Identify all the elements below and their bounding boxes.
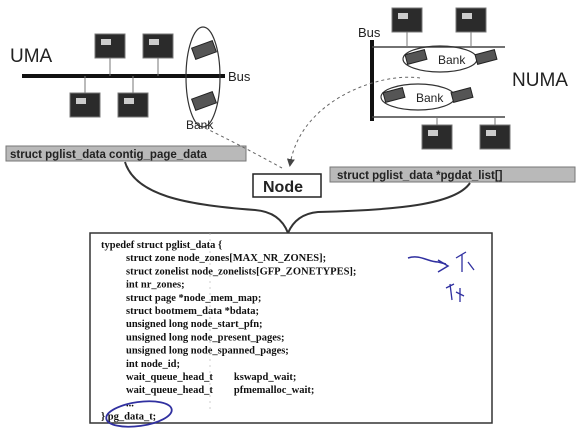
uma-panel: UMA Bus Bank — [5, 26, 251, 162]
uma-cpu-4 — [117, 76, 149, 118]
code-line: struct bootmem_data *bdata; — [126, 306, 259, 317]
code-line: int nr_zones; — [126, 280, 185, 291]
numa-cpu-1 — [391, 7, 423, 47]
code-lines: typedef struct pglist_data { struct zone … — [101, 240, 356, 423]
uma-struct-label: struct pglist_data contig_page_data — [10, 149, 207, 161]
annotation-scribble-2-icon — [445, 283, 465, 302]
uma-title: UMA — [10, 46, 53, 67]
numa-cpu-2 — [455, 7, 487, 47]
annotation-circle — [105, 400, 173, 428]
annotation-arrow-icon — [437, 259, 450, 273]
uma-cpu-2 — [142, 33, 174, 76]
uma-memory-module-2 — [190, 90, 218, 112]
node-box: Node — [252, 173, 322, 198]
code-line: unsigned long node_spanned_pages; — [126, 346, 289, 357]
annotation-scribble-1-icon — [455, 251, 475, 272]
code-line: unsigned long node_start_pfn; — [126, 319, 263, 330]
code-line: wait_queue_head_t pfmemalloc_wait; — [126, 385, 314, 396]
uma-cpu-3 — [69, 76, 101, 118]
numa-bank-2-label: Bank — [416, 91, 444, 105]
uma-memory-module-1 — [190, 39, 218, 61]
numa-struct-label: struct pglist_data *pgdat_list[] — [337, 170, 503, 182]
numa-bus-label: Bus — [358, 25, 381, 40]
code-box: typedef struct pglist_data { struct zone … — [89, 232, 493, 424]
annotation-squiggle — [407, 256, 447, 265]
handwritten-annotations — [105, 233, 475, 428]
code-line: } pg_data_t; — [101, 412, 156, 423]
numa-title: NUMA — [512, 70, 568, 91]
uma-bank-label: Bank — [186, 118, 214, 132]
numa-brace-curve — [287, 182, 471, 234]
numa-bank-1-module-b — [474, 48, 498, 66]
numa-bank-2-module-a — [382, 86, 406, 104]
code-line: struct zonelist node_zonelists[GFP_ZONET… — [126, 266, 356, 277]
uma-bus-label: Bus — [228, 69, 251, 84]
numa-bank-1-module-a — [404, 48, 428, 66]
code-line: struct zone node_zones[MAX_NR_ZONES]; — [126, 253, 326, 264]
code-line: typedef struct pglist_data { — [101, 240, 222, 251]
node-label: Node — [263, 179, 303, 196]
numa-bank-1-label: Bank — [438, 53, 466, 67]
code-line: wait_queue_head_t kswapd_wait; — [126, 372, 296, 383]
numa-struct-bar — [329, 166, 576, 183]
uma-brace-curve — [124, 161, 289, 234]
code-line: int node_id; — [126, 359, 180, 370]
uma-dashed-arrow — [204, 127, 283, 169]
uma-struct-bar — [5, 145, 247, 162]
uma-bank-ellipse — [185, 26, 221, 128]
code-line: struct page *node_mem_map; — [126, 293, 261, 304]
numa-cpu-3 — [421, 117, 453, 150]
numa-bank-2-module-b — [450, 86, 474, 104]
numa-cpu-4 — [479, 117, 511, 150]
code-line: unsigned long node_present_pages; — [126, 332, 285, 343]
uma-cpu-1 — [94, 33, 126, 76]
connectors — [124, 76, 471, 234]
code-box-frame — [89, 232, 493, 424]
numa-panel: NUMA Bus Bank — [329, 7, 576, 183]
numa-dashed-arrow — [286, 76, 421, 167]
